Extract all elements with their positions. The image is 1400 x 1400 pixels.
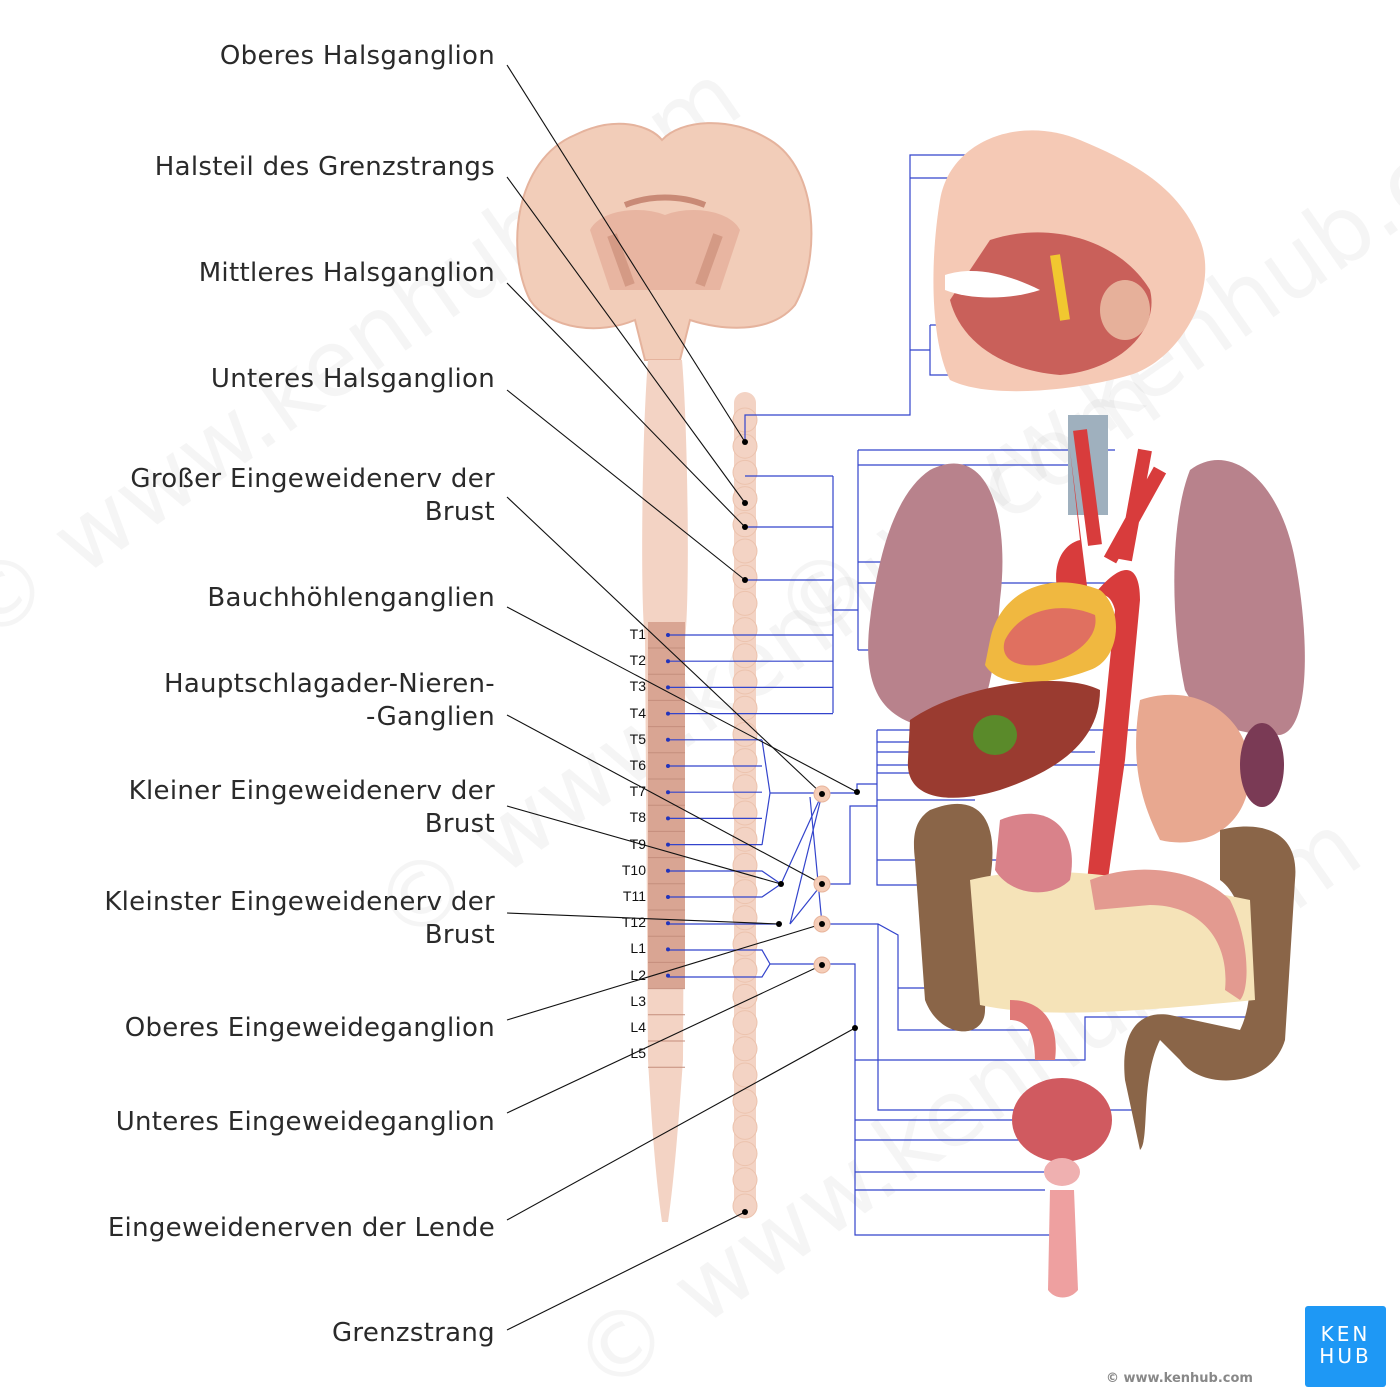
label-8: Kleinster Eingeweidenerv der Brust bbox=[104, 887, 495, 950]
leader-line bbox=[506, 606, 858, 793]
vertebra-label-T1: T1 bbox=[629, 626, 646, 642]
label-1: Halsteil des Grenzstrangs bbox=[154, 152, 495, 182]
vertebra-label-T2: T2 bbox=[629, 652, 646, 669]
leader-dot bbox=[854, 789, 860, 795]
prostate bbox=[1044, 1158, 1080, 1186]
label-5: Bauchhöhlenganglien bbox=[207, 583, 495, 613]
leader-dot bbox=[819, 791, 825, 797]
stomach bbox=[1136, 694, 1250, 843]
vertebra-label-T9: T9 bbox=[629, 835, 646, 852]
vertebra-label-T10: T10 bbox=[621, 861, 646, 878]
vertebra-label-T8: T8 bbox=[629, 809, 646, 826]
leader-dot bbox=[742, 577, 748, 583]
nerve-fiber bbox=[780, 793, 823, 925]
kenhub-logo[interactable]: KEN HUB bbox=[1305, 1306, 1386, 1387]
nerve-fiber bbox=[744, 154, 1055, 442]
small-intestine bbox=[995, 813, 1072, 893]
vertebra-label-L4: L4 bbox=[630, 1019, 646, 1035]
right-lung bbox=[1174, 460, 1305, 735]
organs bbox=[868, 130, 1305, 1298]
label-11: Eingeweidenerven der Lende bbox=[107, 1213, 495, 1243]
leader-line bbox=[506, 923, 823, 1021]
leader-line bbox=[506, 912, 780, 925]
nerve-fiber bbox=[809, 796, 823, 925]
leader-dot bbox=[742, 1209, 748, 1215]
vertebra-label-T12: T12 bbox=[621, 914, 646, 931]
vertebra-label-T4: T4 bbox=[629, 704, 646, 721]
label-10: Unteres Eingeweideganglion bbox=[115, 1107, 495, 1137]
penis bbox=[1048, 1190, 1078, 1298]
sympathetic-trunk bbox=[732, 392, 758, 1219]
label-7: Kleiner Eingeweidenerv der Brust bbox=[128, 776, 495, 839]
leader-line bbox=[506, 1211, 746, 1331]
brain-section bbox=[516, 122, 813, 361]
nerve-fiber bbox=[761, 739, 771, 846]
vertebra-label-T5: T5 bbox=[629, 730, 646, 747]
leader-line bbox=[506, 805, 782, 885]
left-lung bbox=[868, 463, 1003, 730]
label-12: Grenzstrang bbox=[331, 1318, 495, 1348]
label-3: Unteres Halsganglion bbox=[210, 364, 495, 394]
leader-dot bbox=[742, 439, 748, 445]
leader-dot bbox=[819, 881, 825, 887]
bladder bbox=[1012, 1078, 1112, 1162]
leader-dot bbox=[819, 921, 825, 927]
vertebra-label-T6: T6 bbox=[629, 757, 646, 773]
leader-dot bbox=[742, 500, 748, 506]
large-intestine bbox=[913, 803, 993, 1032]
vertebra-label-T3: T3 bbox=[629, 678, 646, 695]
copyright-text: © www.kenhub.com bbox=[1106, 1371, 1253, 1386]
vertebra-label-L5: L5 bbox=[630, 1045, 646, 1062]
vertebra-label-L1: L1 bbox=[630, 940, 646, 957]
leader-dot bbox=[776, 921, 782, 927]
label-0: Oberes Halsganglion bbox=[219, 41, 495, 71]
nerve-fiber bbox=[790, 783, 877, 794]
vertebra-label-T11: T11 bbox=[622, 888, 646, 904]
leader-line bbox=[506, 176, 746, 504]
leader-dot bbox=[742, 524, 748, 530]
logo-line-1: KEN bbox=[1320, 1322, 1371, 1346]
gallbladder bbox=[973, 715, 1017, 755]
aorta bbox=[1056, 450, 1140, 900]
vertebra-label-L2: L2 bbox=[630, 966, 646, 983]
leader-line bbox=[506, 64, 746, 443]
leader-line bbox=[506, 282, 746, 528]
logo-line-2: HUB bbox=[1319, 1344, 1372, 1368]
vertebra-label-T7: T7 bbox=[629, 783, 646, 800]
vertebra-label-L3: L3 bbox=[630, 992, 646, 1009]
leader-line bbox=[506, 1027, 856, 1221]
leader-dot bbox=[819, 962, 825, 968]
nerve-fiber bbox=[770, 963, 1055, 1236]
nerve-fiber bbox=[822, 923, 1040, 1031]
spleen bbox=[1240, 723, 1284, 807]
leader-dot bbox=[778, 881, 784, 887]
label-9: Oberes Eingeweideganglion bbox=[124, 1013, 495, 1043]
label-2: Mittleres Halsganglion bbox=[198, 258, 495, 288]
label-6: Hauptschlagader-Nieren- -Ganglien bbox=[163, 669, 495, 732]
leader-dot bbox=[852, 1025, 858, 1031]
leader-line bbox=[506, 496, 823, 795]
leader-line bbox=[506, 389, 746, 581]
leader-line bbox=[506, 964, 823, 1114]
label-4: Großer Eingeweidenerv der Brust bbox=[130, 464, 495, 527]
leader-line bbox=[506, 714, 823, 885]
nerve-fiber bbox=[822, 805, 877, 885]
